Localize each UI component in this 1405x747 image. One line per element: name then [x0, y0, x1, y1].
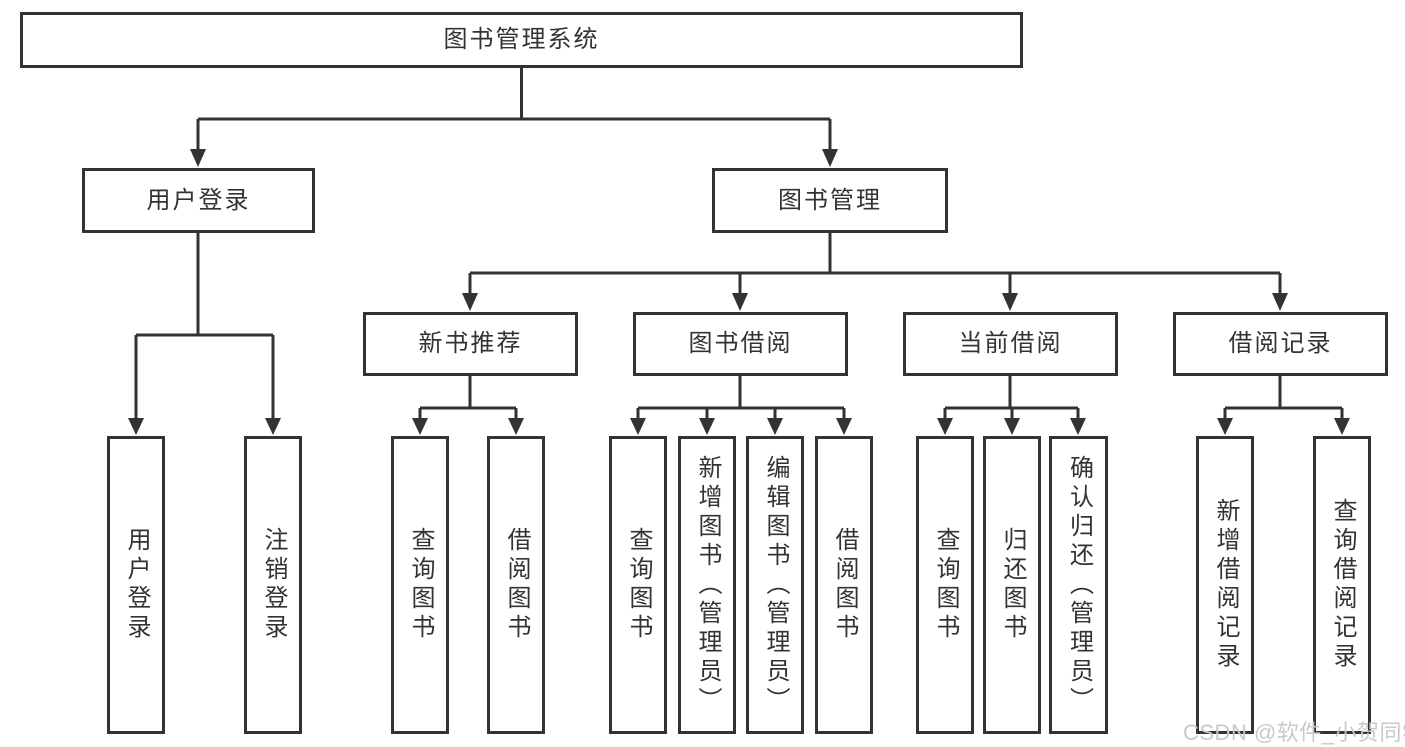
leaf-user-login: 用户登录	[107, 436, 165, 734]
leaf-add-books-admin: 新增图书（管理员）	[678, 436, 736, 734]
leaf-return-books: 归还图书	[983, 436, 1041, 734]
leaf-query-books-current: 查询图书	[916, 436, 974, 734]
leaf-logout: 注销登录	[244, 436, 302, 734]
leaf-query-books-recommend: 查询图书	[391, 436, 449, 734]
node-user-login: 用户登录	[82, 168, 315, 233]
leaf-edit-books-admin: 编辑图书（管理员）	[746, 436, 804, 734]
node-borrow-records: 借阅记录	[1173, 312, 1388, 376]
node-book-management: 图书管理	[712, 168, 948, 233]
leaf-query-borrow-record: 查询借阅记录	[1313, 436, 1371, 734]
node-root: 图书管理系统	[20, 12, 1023, 68]
leaf-query-books-borrow: 查询图书	[609, 436, 667, 734]
node-book-borrow: 图书借阅	[633, 312, 848, 376]
leaf-confirm-return-admin: 确认归还（管理员）	[1049, 436, 1108, 734]
leaf-add-borrow-record: 新增借阅记录	[1196, 436, 1254, 734]
leaf-borrow-books: 借阅图书	[815, 436, 873, 734]
csdn-watermark: CSDN @软件_小贺同学	[1183, 720, 1405, 745]
leaf-borrow-books-recommend: 借阅图书	[487, 436, 545, 734]
node-new-book-recommend: 新书推荐	[363, 312, 578, 376]
node-current-borrow: 当前借阅	[903, 312, 1118, 376]
